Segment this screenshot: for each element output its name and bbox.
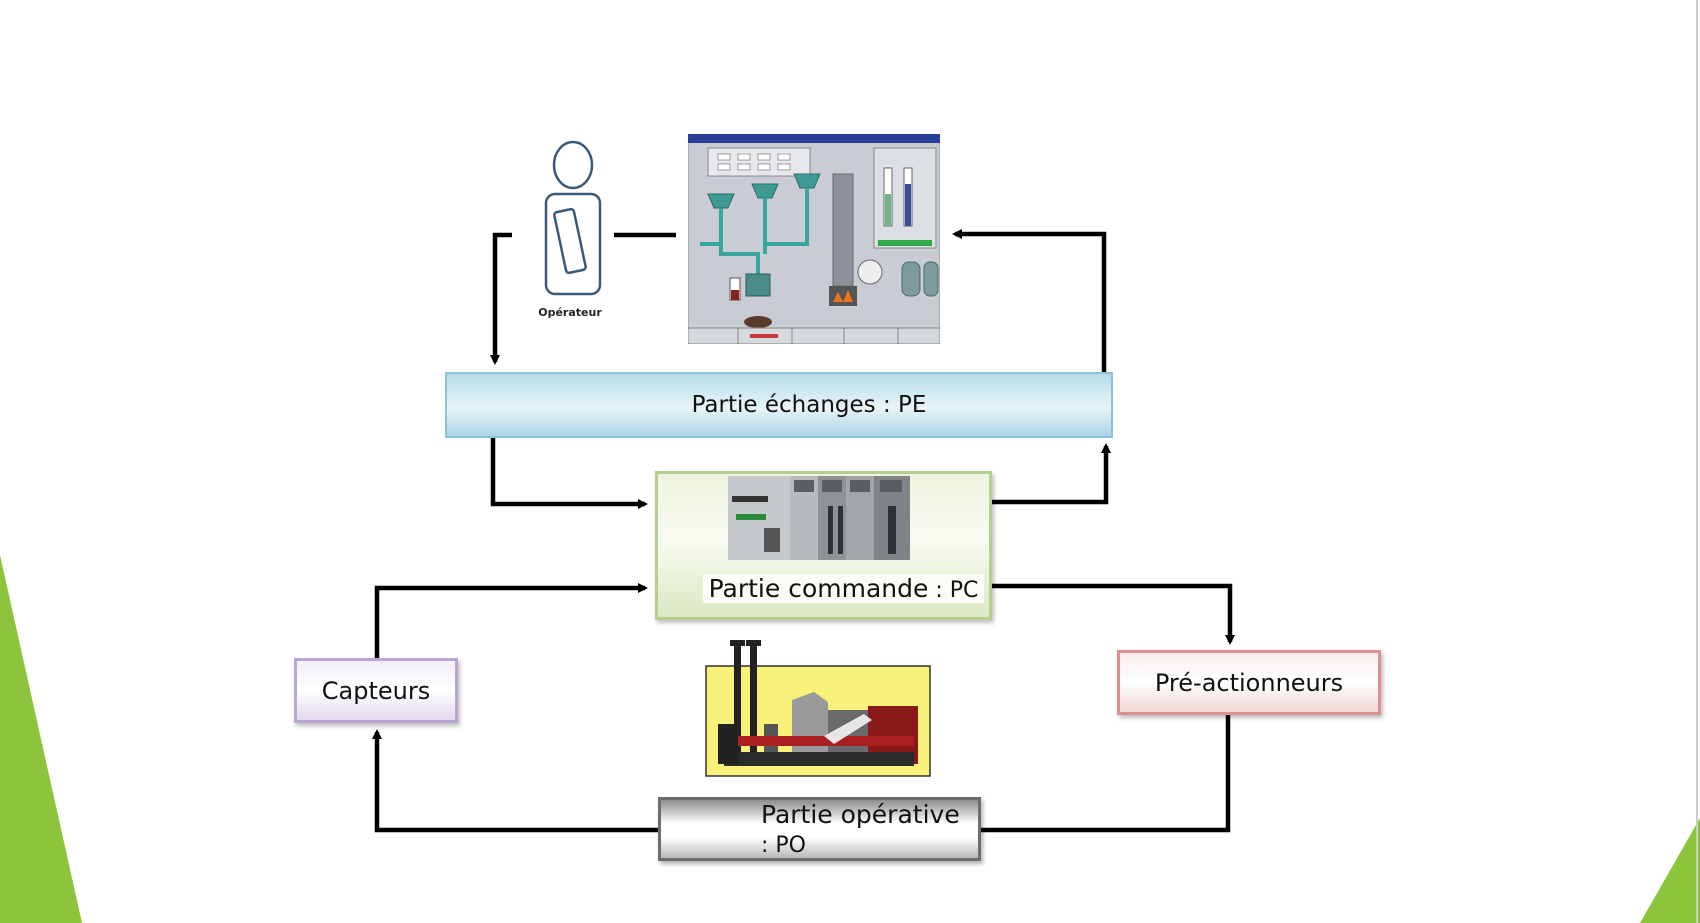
partie-operative-box: Partie opérative : PO	[658, 797, 981, 861]
partie-commande-suffix: : PC	[928, 578, 979, 603]
line-preactionneurs-to-po	[981, 715, 1231, 833]
capteurs-label: Capteurs	[321, 676, 431, 705]
arrow-operator-to-pe	[490, 232, 512, 365]
arrow-pe-to-pc	[490, 438, 648, 509]
factory-icon	[705, 640, 931, 777]
arrow-pc-to-pe	[992, 443, 1111, 505]
person-icon	[544, 140, 602, 296]
partie-commande-label-wrap: Partie commande : PC	[702, 574, 985, 603]
operator-label: Opérateur	[538, 306, 602, 319]
partie-operative-label-wrap: Partie opérative : PO	[711, 800, 978, 858]
plc-rack-icon	[728, 476, 910, 560]
arrow-pc-to-preactionneurs	[992, 583, 1235, 645]
right-green-triangle	[1640, 818, 1700, 923]
partie-operative-label: Partie opérative	[761, 800, 960, 829]
partie-echanges-box: Partie échanges : PE	[445, 372, 1113, 438]
arrow-po-to-capteurs	[372, 729, 658, 833]
partie-operative-suffix: : PO	[761, 833, 806, 858]
pre-actionneurs-label: Pré-actionneurs	[1154, 668, 1344, 697]
partie-commande-box: Partie commande : PC	[655, 471, 992, 620]
partie-echanges-label: Partie échanges : PE	[691, 392, 927, 418]
capteurs-box: Capteurs	[294, 658, 458, 723]
arrow-capteurs-to-pc	[374, 583, 648, 658]
partie-commande-label: Partie commande	[708, 574, 929, 603]
pre-actionneurs-box: Pré-actionneurs	[1117, 650, 1381, 715]
left-green-triangle	[0, 555, 82, 923]
scada-screen-icon	[688, 134, 940, 344]
arrow-pe-to-hmi	[952, 229, 1107, 372]
